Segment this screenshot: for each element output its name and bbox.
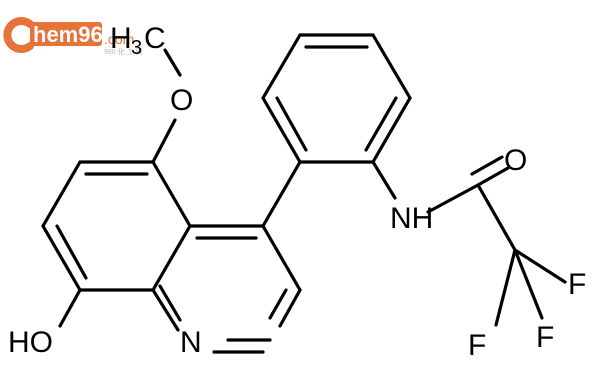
- methyl-h: H: [110, 22, 132, 55]
- hydroxyl-group: HO: [8, 288, 82, 359]
- quinoline-ring: [41, 160, 302, 354]
- carbonyl-oxygen: O: [504, 144, 527, 177]
- logo-badge: [30, 22, 102, 46]
- logo-c-mark: [3, 17, 34, 53]
- fluorine-1: F: [568, 268, 586, 301]
- ring-nitrogen: N: [180, 326, 202, 359]
- logo-subtitle: 960 化 工 网: [104, 47, 143, 56]
- methyl-subscript: 3: [131, 37, 142, 59]
- logo-domain: .com: [104, 31, 134, 47]
- methyl-carbon: C: [144, 22, 166, 55]
- fluorine-2: F: [468, 329, 486, 362]
- logo-text: hem960: [33, 22, 115, 47]
- fluorine-3: F: [536, 321, 554, 354]
- methoxy-group: O H 3 C: [110, 22, 193, 164]
- hydroxyl-label: HO: [8, 326, 53, 359]
- amide-nh: NH: [390, 202, 433, 235]
- chem960-logo: hem960 .com 960 化 工 网: [3, 17, 143, 56]
- methoxy-oxygen: O: [170, 84, 193, 117]
- trifluoroacetamide-group: NH O F F F: [371, 144, 586, 362]
- phenyl-ring: [261, 33, 412, 164]
